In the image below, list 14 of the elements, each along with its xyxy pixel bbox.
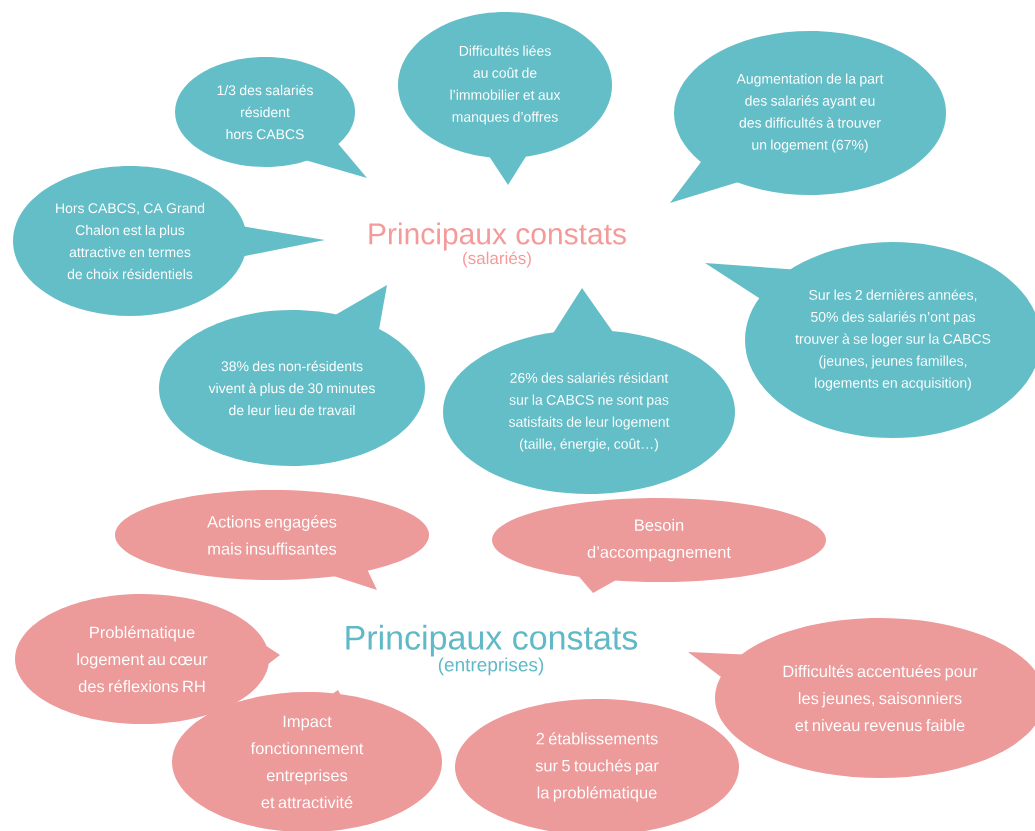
speech-bubble: 26% des salariés résidant sur la CABCS ne sont pas satisfaits de leur logement (taille, énergie, coût…) [443,288,735,494]
title-text: Principaux constats (entreprises) [346,624,638,676]
speech-bubble: Besoin d’accompagnement [492,498,826,593]
speech-bubble: Difficultés accentuées pour les jeunes, saisonniers et niveau revenus faible [688,618,1035,778]
speech-bubble: Actions engagées mais insuffisantes [115,490,429,590]
speech-bubble: 1/3 des salariés résident hors CABCS [175,57,367,178]
speech-bubble: Difficultés liées au coût de l’immobilier et aux manques d’offres [398,12,612,185]
title-text: Principaux constats (salariés) [369,222,626,268]
speech-bubble: Hors CABCS, CA Grand Chalon est la plus attractive en termes de choix résidentiels [13,166,325,316]
speech-bubble: 38% des non-résidents vivent à plus de 30 minutes de leur lieu de travail [159,285,425,466]
speech-bubble: Problématique logement au cœur des réflexions RH [15,594,280,724]
speech-bubble: 2 établissements sur 5 touchés par la problématique [455,699,739,831]
speech-bubble: Augmentation de la part des salariés ayant eu des difficultés à trouver un logement (67%) [670,31,946,203]
speech-bubble: Sur les 2 dernières années, 50% des salariés n’ont pas trouver à se loger sur la CABCS (jeunes, jeunes familles, logements en acquisition) [705,242,1035,438]
